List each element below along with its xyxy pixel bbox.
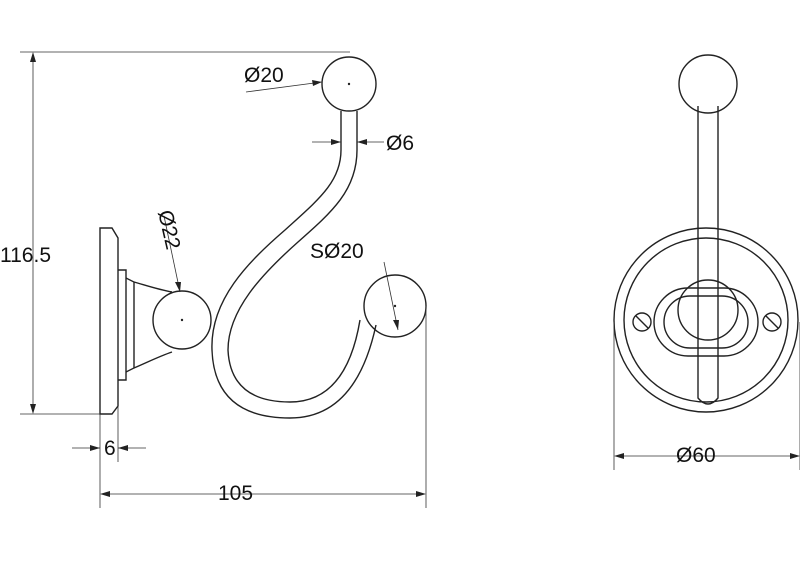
side-view xyxy=(99,56,427,419)
front-top-ball xyxy=(678,54,738,114)
dim-plate-thickness: 6 xyxy=(104,437,116,460)
dim-projection: 105 xyxy=(218,482,253,505)
front-middle-ball xyxy=(677,279,739,341)
screw-right xyxy=(762,312,782,332)
rose-outer xyxy=(653,287,759,357)
top-ball xyxy=(321,56,377,112)
middle-ball-center xyxy=(180,318,184,322)
top-ball-center xyxy=(347,82,351,86)
dim-backplate: Ø60 xyxy=(676,444,716,467)
rose-inner xyxy=(663,295,749,349)
backplate-inner xyxy=(623,237,789,403)
neck xyxy=(133,281,173,369)
front-rod xyxy=(697,106,719,405)
hook-rod-inner xyxy=(227,111,361,403)
dim-rod: Ø6 xyxy=(386,132,414,155)
hook-rod-outer xyxy=(211,111,377,419)
backplate-outer xyxy=(613,227,799,413)
end-ball-center xyxy=(393,304,397,308)
back-plate xyxy=(99,227,119,415)
dim-top-ball: Ø20 xyxy=(244,64,284,87)
dimension-lines xyxy=(20,51,800,508)
screw-left xyxy=(632,312,652,332)
dim-height: 116.5 xyxy=(0,244,51,267)
rose-step xyxy=(118,269,127,381)
dim-end-ball: SØ20 xyxy=(310,240,364,263)
front-view xyxy=(613,54,799,413)
rose-step-2 xyxy=(125,277,135,373)
middle-ball xyxy=(152,290,212,350)
dim-middle-ball: Ø22 xyxy=(153,208,184,252)
